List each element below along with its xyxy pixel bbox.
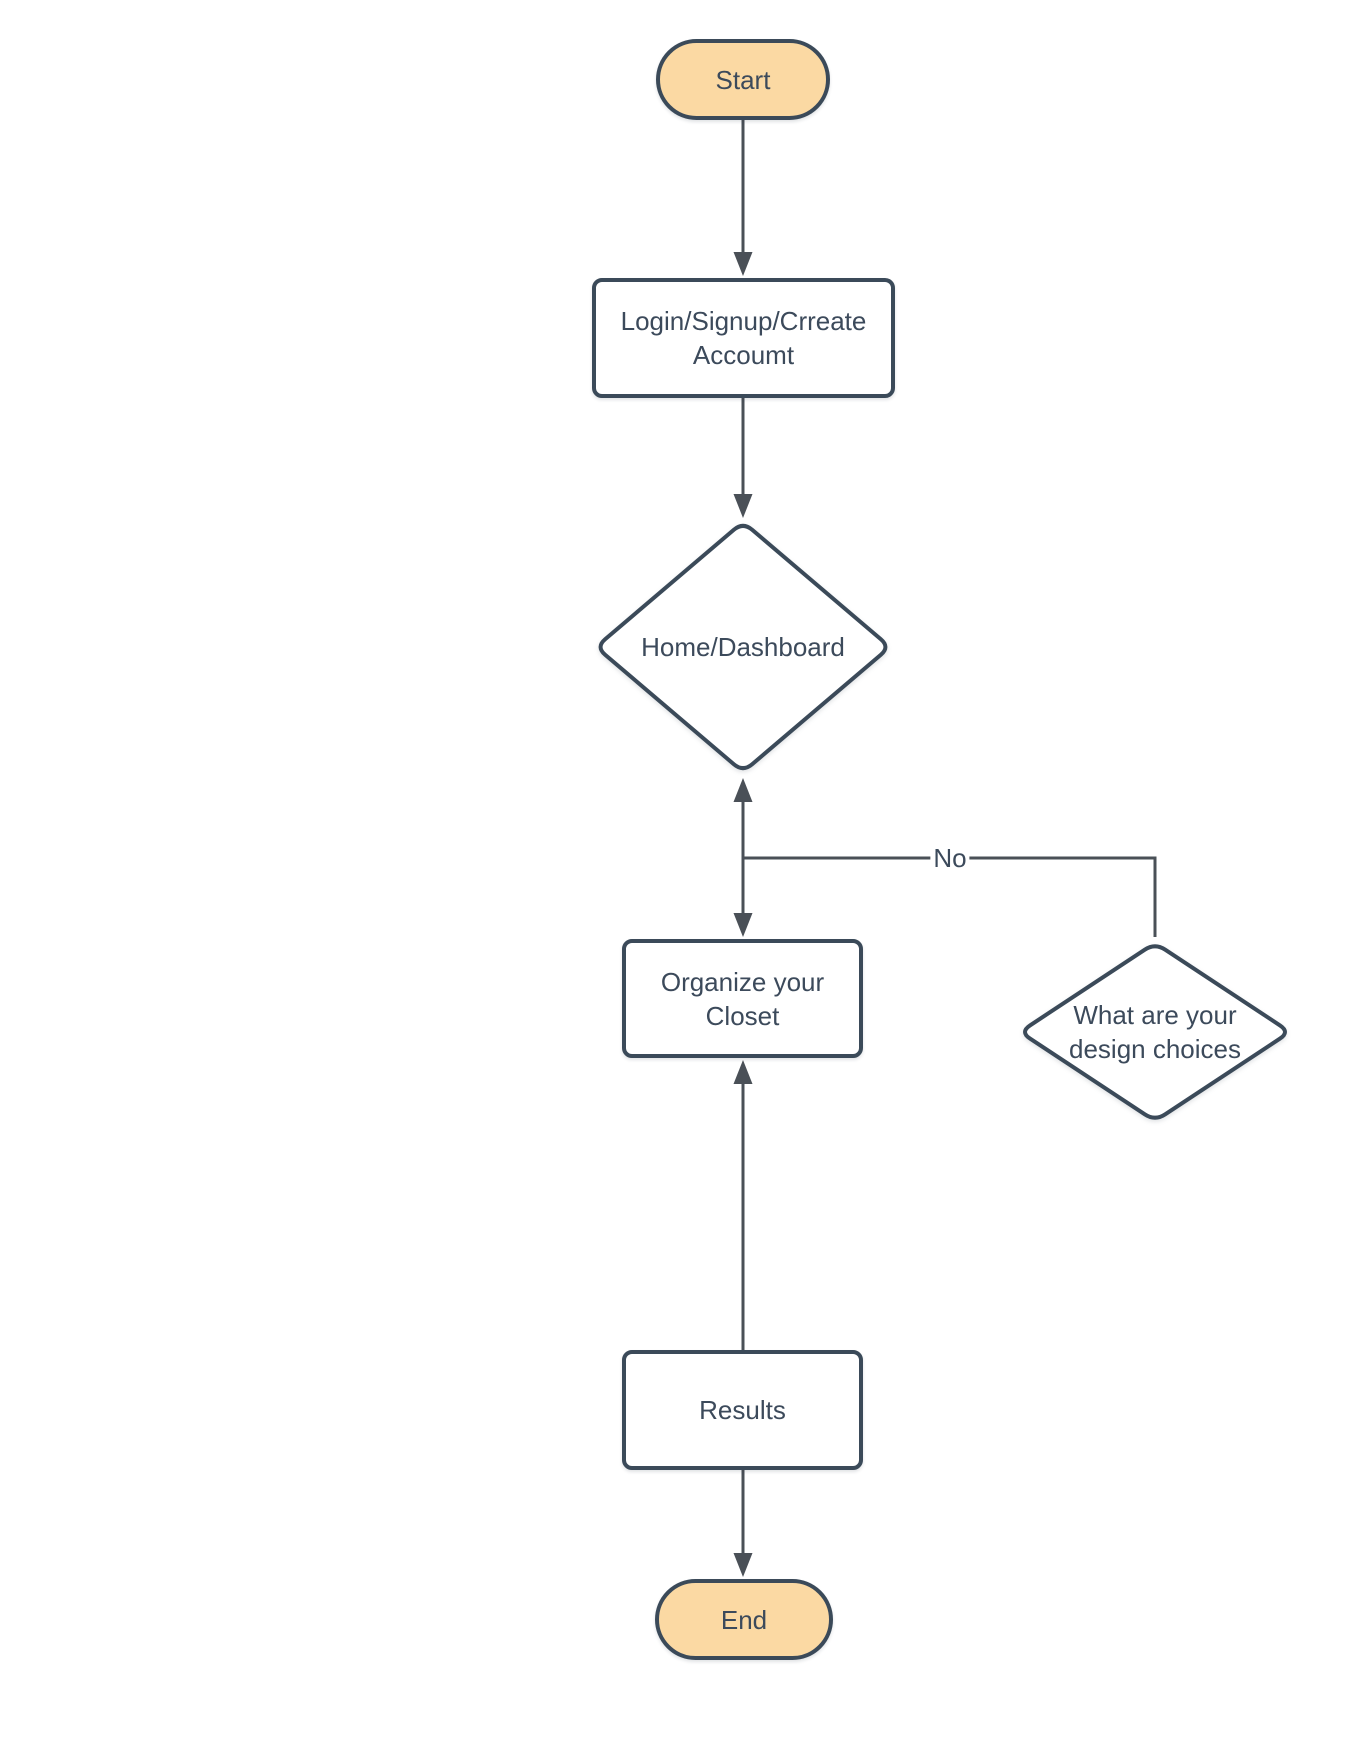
arrowhead-into-organize-top <box>733 913 753 937</box>
node-home-label: Home/Dashboard <box>641 632 845 662</box>
node-design-decision[interactable]: What are your design choices <box>1017 940 1293 1124</box>
node-home-decision[interactable]: Home/Dashboard <box>593 519 893 775</box>
node-login-label: Login/Signup/Crreate Accoumt <box>620 306 867 370</box>
node-results-label: Results <box>699 1395 786 1425</box>
arrowhead-into-organize-bottom <box>733 1060 753 1084</box>
diamond-shape-home <box>598 523 888 771</box>
connector-no-branch <box>743 856 1157 937</box>
arrowhead-into-end <box>733 1553 753 1577</box>
node-design-label: What are your design choices <box>1069 1000 1241 1064</box>
edge-label-no: No <box>930 843 970 873</box>
arrowhead-into-home-bottom <box>733 778 753 802</box>
arrowhead-into-home <box>733 494 753 518</box>
node-results-process[interactable]: Results <box>622 1350 863 1470</box>
diamond-shape-design <box>1023 944 1287 1120</box>
node-organize-process[interactable]: Organize your Closet <box>622 939 863 1058</box>
arrowhead-into-login <box>733 252 753 276</box>
node-end-label: End <box>720 1604 768 1635</box>
node-organize-label: Organize your Closet <box>660 966 825 1031</box>
node-start-terminator[interactable]: Start <box>656 39 830 120</box>
node-start-label: Start <box>715 64 771 95</box>
node-login-process[interactable]: Login/Signup/Crreate Accoumt <box>592 278 895 398</box>
node-end-terminator[interactable]: End <box>655 1579 833 1660</box>
